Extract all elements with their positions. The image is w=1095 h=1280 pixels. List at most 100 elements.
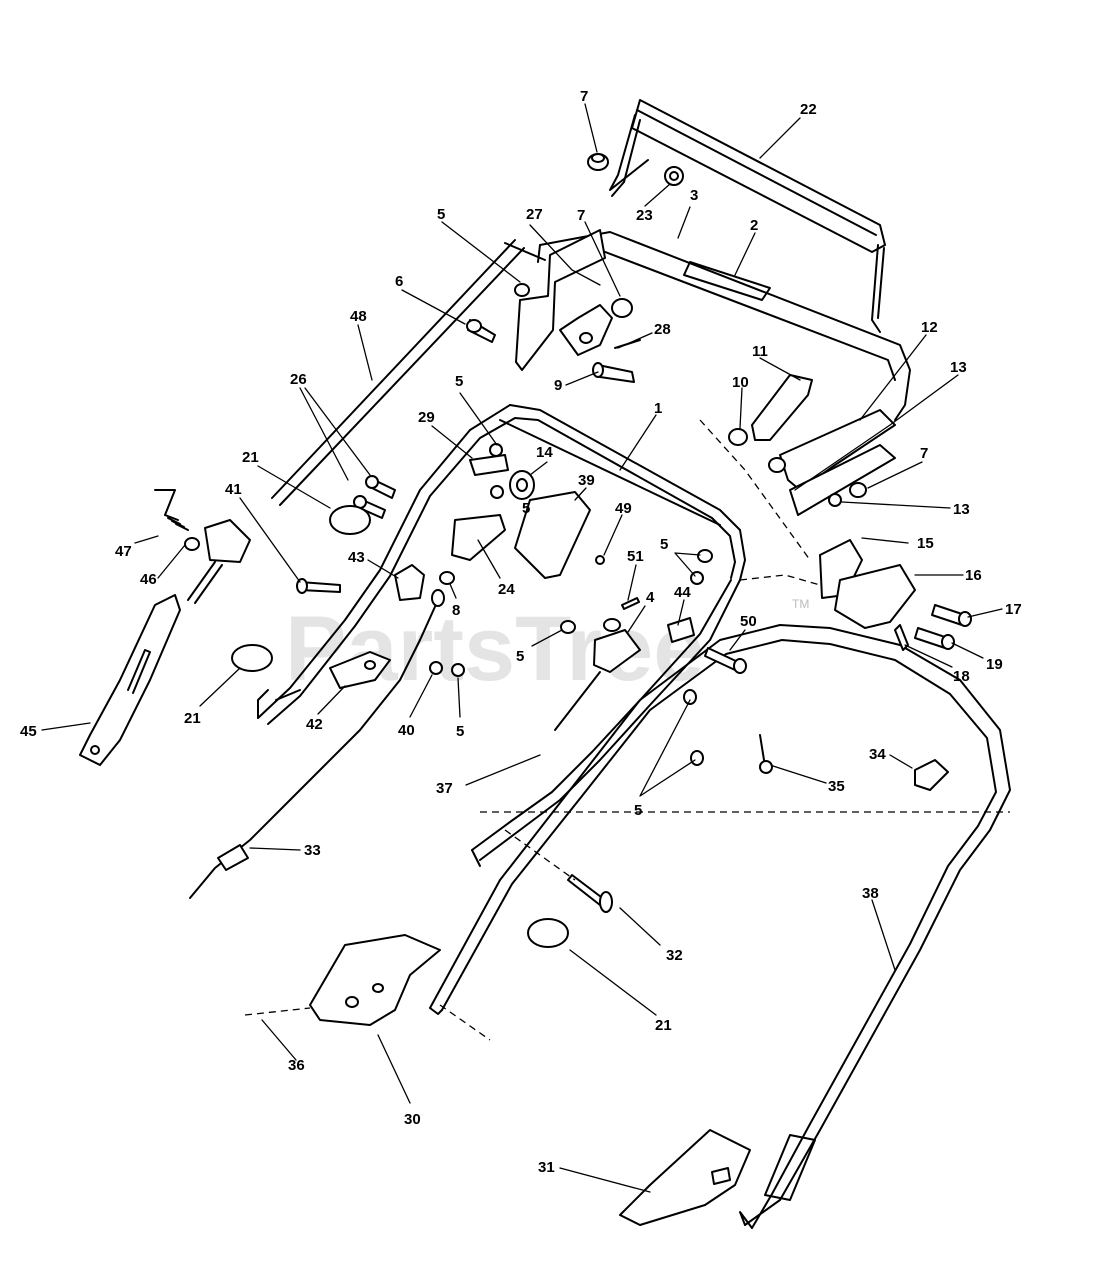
callout-42: 42 xyxy=(306,716,323,733)
callout-7: 7 xyxy=(577,207,585,224)
callout-22: 22 xyxy=(800,101,817,118)
callout-37: 37 xyxy=(436,780,453,797)
part-30-bracket[interactable] xyxy=(309,934,441,1026)
part-21-clamp-b[interactable] xyxy=(231,644,273,672)
callout-35: 35 xyxy=(828,778,845,795)
part-27-bracket[interactable] xyxy=(515,229,606,371)
part-5-nut-d[interactable] xyxy=(697,549,713,563)
part-11-link[interactable] xyxy=(751,374,813,441)
callout-21: 21 xyxy=(242,449,259,466)
callout-28: 28 xyxy=(654,321,671,338)
callout-17: 17 xyxy=(1005,601,1022,618)
part-36-hairpin[interactable] xyxy=(244,1007,311,1016)
part-9-bolt[interactable] xyxy=(592,362,635,383)
part-16-plate[interactable] xyxy=(834,564,916,629)
part-41-bolt[interactable] xyxy=(296,578,341,594)
part-12-bracket[interactable] xyxy=(779,409,896,516)
part-1-upper-handle[interactable] xyxy=(257,404,746,725)
part-6-bolt[interactable] xyxy=(466,319,496,343)
callout-10: 10 xyxy=(732,374,749,391)
part-23-washer[interactable] xyxy=(664,166,684,186)
callout-36: 36 xyxy=(288,1057,305,1074)
part-13-washer-a[interactable] xyxy=(768,457,786,473)
part-50-bolt[interactable] xyxy=(704,647,747,674)
callout-7: 7 xyxy=(580,88,588,105)
part-34-knob[interactable] xyxy=(914,759,949,791)
part-45-left-handle[interactable] xyxy=(79,594,181,766)
part-5-nut-c[interactable] xyxy=(490,485,504,499)
part-24-bracket[interactable] xyxy=(451,514,506,561)
callout-5: 5 xyxy=(456,723,464,740)
callout-21: 21 xyxy=(655,1017,672,1034)
callout-3: 3 xyxy=(690,187,698,204)
callout-13: 13 xyxy=(953,501,970,518)
part-49-screw[interactable] xyxy=(595,555,605,565)
part-8-nut[interactable] xyxy=(439,571,455,585)
part-48-rod[interactable] xyxy=(271,239,546,506)
assembly-line-d xyxy=(504,829,576,881)
callout-38: 38 xyxy=(862,885,879,902)
part-32-bolt[interactable] xyxy=(567,874,613,913)
part-18-clip[interactable] xyxy=(894,624,909,651)
part-5-nut-e[interactable] xyxy=(560,620,576,634)
part-5-nut-a[interactable] xyxy=(514,283,530,297)
part-19-bolt[interactable] xyxy=(914,627,955,650)
callout-13: 13 xyxy=(950,359,967,376)
part-51-key[interactable] xyxy=(621,597,640,610)
callout-5: 5 xyxy=(522,500,530,517)
part-35-bolt[interactable] xyxy=(759,734,773,774)
callout-34: 34 xyxy=(869,746,886,763)
part-21-clamp-a[interactable] xyxy=(329,505,371,535)
part-4-lever[interactable] xyxy=(554,618,641,731)
callout-19: 19 xyxy=(986,656,1003,673)
callout-9: 9 xyxy=(554,377,562,394)
callout-21: 21 xyxy=(184,710,201,727)
part-7-nut-c[interactable] xyxy=(849,482,867,498)
callout-7: 7 xyxy=(920,445,928,462)
part-14-knob[interactable] xyxy=(509,470,535,500)
part-31-bracket[interactable] xyxy=(619,1129,751,1226)
part-44-tube[interactable] xyxy=(667,617,695,643)
part-17-bolt[interactable] xyxy=(931,604,972,627)
callout-41: 41 xyxy=(225,481,242,498)
part-40-washer[interactable] xyxy=(429,661,443,675)
callout-49: 49 xyxy=(615,500,632,517)
part-5-nut-g1[interactable] xyxy=(683,689,697,705)
part-26-bolts[interactable] xyxy=(353,475,396,519)
part-5-nut-b[interactable] xyxy=(489,443,503,457)
part-38-lower-handle[interactable] xyxy=(429,624,1011,1229)
callout-43: 43 xyxy=(348,549,365,566)
callout-5: 5 xyxy=(455,373,463,390)
part-37-handle-leg[interactable] xyxy=(471,579,741,867)
callout-26: 26 xyxy=(290,371,307,388)
callout-23: 23 xyxy=(636,207,653,224)
callout-1: 1 xyxy=(654,400,662,417)
part-21-clamp-c[interactable] xyxy=(527,918,569,948)
callout-5: 5 xyxy=(437,206,445,223)
callout-24: 24 xyxy=(498,581,515,598)
callout-15: 15 xyxy=(917,535,934,552)
callout-14: 14 xyxy=(536,444,553,461)
part-47-spring[interactable] xyxy=(154,489,189,531)
callout-51: 51 xyxy=(627,548,644,565)
callout-labels: 22 7 23 3 2 27 7 5 6 28 48 9 12 13 11 10… xyxy=(20,88,1022,1176)
part-33-cable[interactable] xyxy=(189,589,445,899)
part-5-nut-f[interactable] xyxy=(451,663,465,677)
part-22-bail[interactable] xyxy=(609,99,886,333)
callout-5: 5 xyxy=(516,648,524,665)
part-42-bracket[interactable] xyxy=(329,651,391,689)
callout-46: 46 xyxy=(140,571,157,588)
part-28-cam[interactable] xyxy=(559,298,641,356)
part-43-lever[interactable] xyxy=(394,564,425,601)
part-46-latch[interactable] xyxy=(184,519,251,604)
part-39-cover[interactable] xyxy=(514,491,591,579)
assembly-line-c xyxy=(739,574,821,586)
part-7-nut-top[interactable] xyxy=(587,153,609,171)
part-10-spacer[interactable] xyxy=(728,428,748,446)
part-13-washer-b[interactable] xyxy=(828,493,842,507)
part-5-nut-g2[interactable] xyxy=(690,750,704,766)
callout-27: 27 xyxy=(526,206,543,223)
part-29-pin[interactable] xyxy=(469,454,509,476)
callout-30: 30 xyxy=(404,1111,421,1128)
